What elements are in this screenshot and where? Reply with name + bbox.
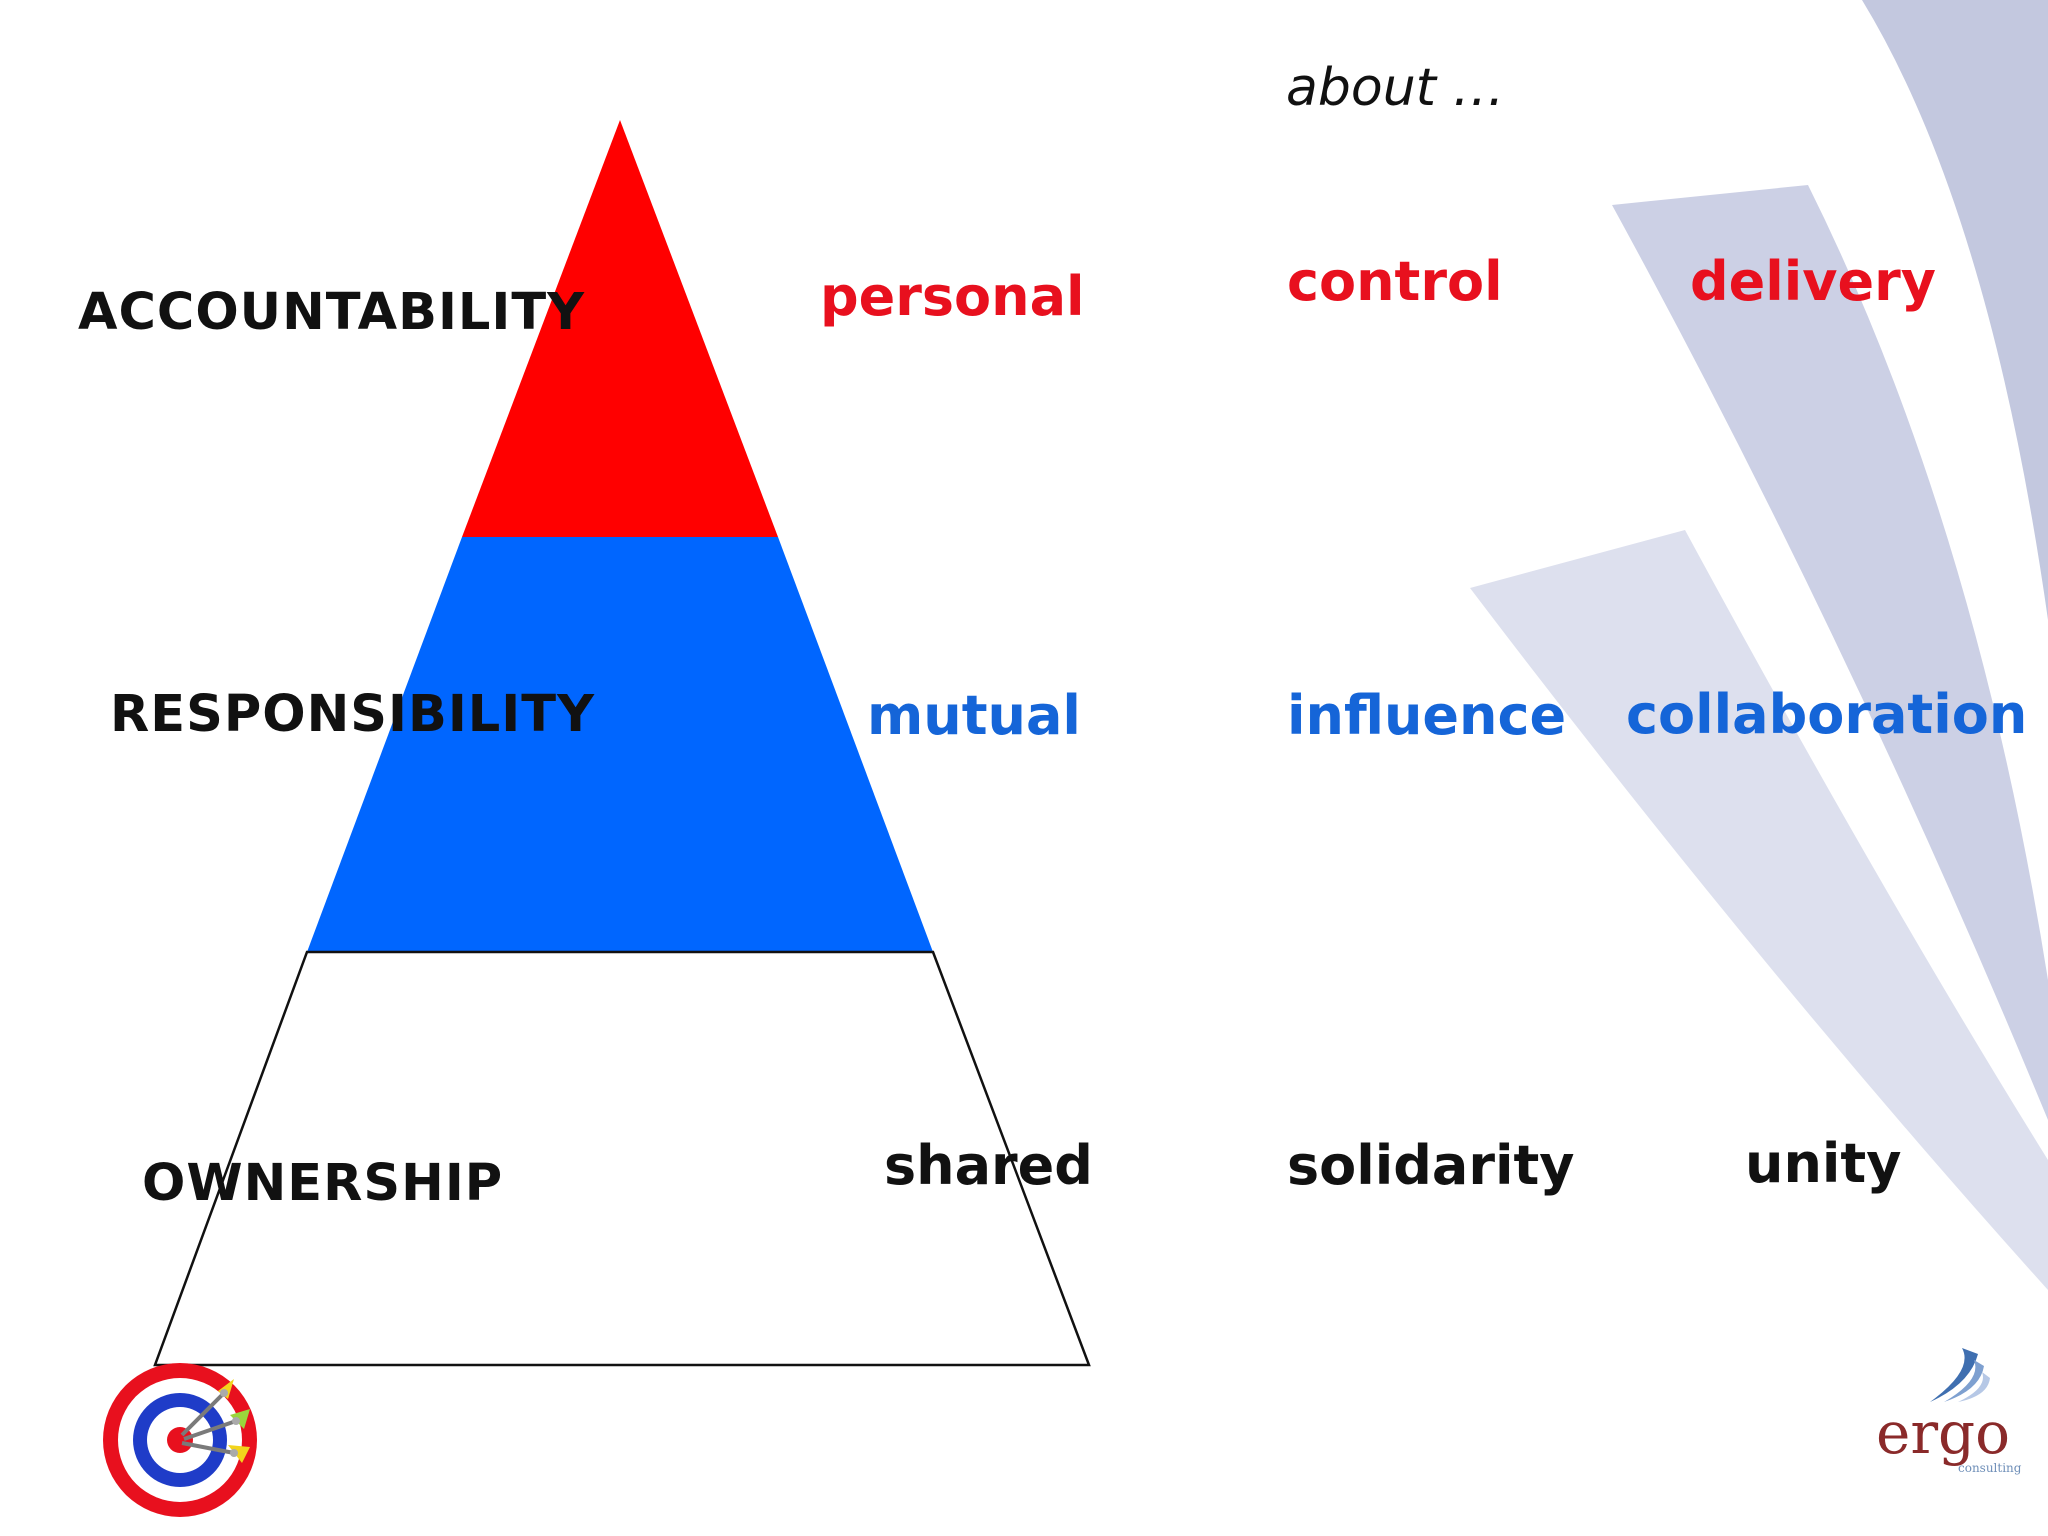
arc-band-middle: [1612, 185, 2048, 1120]
row-control: control: [1287, 250, 1503, 313]
dartboard-icon: [103, 1363, 257, 1517]
row-unity: unity: [1745, 1132, 1902, 1195]
arc-band-outer: [1862, 0, 2048, 620]
row-personal: personal: [820, 265, 1085, 328]
row-delivery: delivery: [1690, 250, 1936, 313]
pyramid-tier-top: [462, 120, 778, 537]
level-label-responsibility: RESPONSIBILITY: [110, 685, 596, 744]
row-influence: influence: [1287, 684, 1567, 747]
pyramid-tier-middle: [307, 537, 933, 952]
about-heading: about …: [1286, 58, 1505, 118]
arc-band-inner: [1470, 530, 2048, 1290]
row-mutual: mutual: [867, 684, 1081, 747]
logo-wordmark: ergo: [1876, 1399, 2011, 1467]
dart-icon: [180, 1379, 250, 1463]
logo-tagline: consulting: [1958, 1461, 2022, 1475]
pyramid-tier-bottom: [153, 950, 1091, 1367]
level-label-ownership: OWNERSHIP: [142, 1154, 504, 1213]
level-label-accountability: ACCOUNTABILITY: [78, 283, 586, 342]
swoosh-icon: [1930, 1348, 1990, 1402]
row-solidarity: solidarity: [1287, 1134, 1575, 1197]
row-collaboration: collaboration: [1626, 683, 2028, 746]
row-shared: shared: [884, 1134, 1093, 1197]
